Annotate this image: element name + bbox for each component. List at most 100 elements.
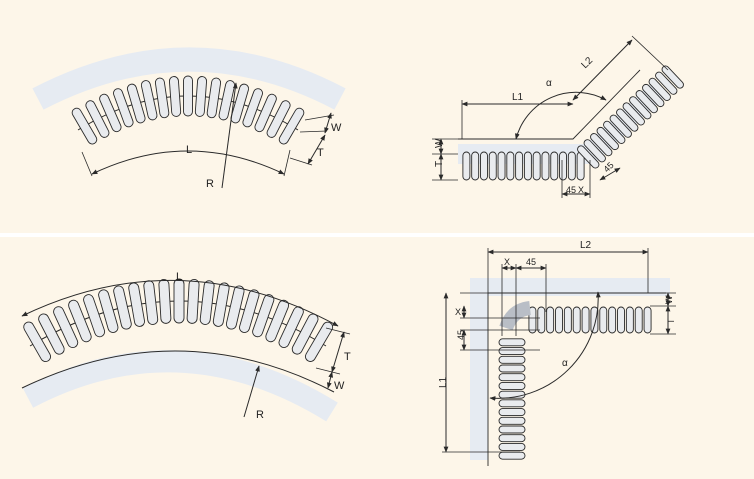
panel-divider [0,233,754,237]
roller [488,151,497,181]
curve-bottom-ext1 [325,327,351,335]
curve-bottom-inner-arc [21,350,335,393]
corner-label-l2: L2 [580,240,592,251]
roller [498,381,526,390]
roller [572,306,581,334]
curve-bottom-radius-line [243,365,260,418]
roller [498,425,526,434]
roller [242,88,263,128]
roller [154,77,170,119]
corner-label-x: X [504,257,510,267]
curve-top-rollers [71,75,305,145]
curve-bottom-label-l: L [176,271,182,283]
roller [254,93,277,133]
roller [643,306,652,334]
curve-top-w-ext2 [299,130,328,133]
curve-bottom-ext2 [315,367,341,375]
roller [559,151,567,181]
panel-curve-top: L R W T [32,47,346,190]
angle-top-label-l2: L2 [580,55,596,71]
curve-bottom-w-dim [326,371,334,389]
roller [497,151,506,181]
angle-top-label-t: T [434,161,445,167]
roller [194,76,208,117]
roller [648,77,671,101]
angle-top-label-alpha: α [546,78,552,89]
roller [583,139,606,163]
roller [546,306,555,334]
angle-top-label-x: X [578,185,584,195]
roller [498,364,526,373]
corner-band-v [470,278,488,460]
roller [622,102,645,126]
roller [634,306,643,334]
curve-top-band [32,47,346,110]
roller [555,306,563,334]
curve-bottom-band [22,350,338,422]
roller [608,306,617,334]
angle-top-label-45a: 45 [566,185,576,195]
corner-alpha-arc [489,291,601,401]
curve-bottom-label-w: W [334,380,345,392]
roller [617,306,625,334]
roller [498,434,526,443]
roller [126,83,146,124]
roller [498,416,526,425]
angle-top-label-w: W [434,138,445,148]
roller [599,306,608,334]
angle-top-rollers [462,65,684,181]
roller [498,442,526,451]
roller [635,90,658,114]
curve-bottom-label-r: R [256,409,264,421]
roller [230,83,250,124]
panel-angle-top: L1 L2 α W T X 45 45 [432,35,684,198]
roller [590,306,599,334]
roller [655,71,678,95]
roller [515,151,524,181]
roller [523,151,532,181]
curve-top-t-dim [307,134,326,165]
curve-bottom-t-dim [331,331,345,373]
roller [140,80,158,121]
angle-top-45-dim [599,167,621,181]
roller [498,347,526,356]
angle-top-label-l1: L1 [512,92,524,103]
curve-top-label-t: T [317,147,324,159]
roller [143,280,159,325]
roller [113,88,134,128]
roller [498,355,526,364]
curve-top-label-r: R [206,178,214,190]
corner-label-x-left: X [455,307,461,317]
panel-curve-bottom: L R T W [21,271,351,422]
roller [581,306,590,334]
roller [550,151,559,181]
panel-corner-bottom: L2 X 45 X 45 L1 W T α [438,240,676,466]
curve-top-label-w: W [331,122,342,134]
curve-top-ext-right [283,149,291,177]
roller [506,151,515,181]
corner-label-l1: L1 [438,376,449,388]
roller [498,408,526,417]
roller [498,399,526,408]
roller [642,83,665,108]
roller [266,100,291,138]
roller [563,306,572,334]
roller [541,151,550,181]
roller [158,278,172,324]
angle-top-alpha-arc [515,91,607,140]
roller [480,151,488,181]
corner-label-t: T [666,318,676,324]
roller [661,65,684,89]
corner-label-45-top: 45 [526,257,536,267]
curve-top-w-dim [324,112,332,134]
roller [278,107,305,145]
roller [532,151,541,181]
corner-label-w: W [664,295,674,304]
roller [577,145,600,169]
roller [85,100,110,138]
roller [168,76,182,117]
roller [625,306,634,334]
angle-top-l2-dim [572,39,633,101]
